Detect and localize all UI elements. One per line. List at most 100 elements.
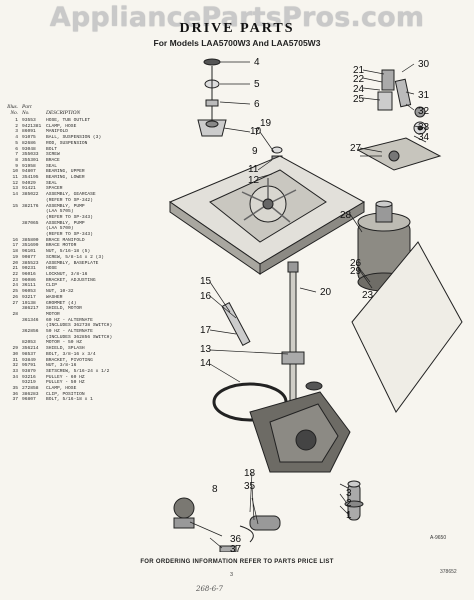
part-description: MANIFOLD [46, 129, 69, 135]
part-number: 82686 [22, 140, 36, 146]
callout-24: 24 [353, 84, 365, 95]
part-description: (REFER TO SP-342) [46, 197, 93, 203]
illus-number: 19 [12, 254, 18, 260]
illus-number: 24 [12, 283, 18, 289]
header-description: DESCRIPTION [46, 110, 81, 116]
pivot-bracket [356, 69, 442, 171]
pump-and-hoses [173, 480, 364, 552]
baseplate [168, 155, 366, 275]
exploded-parts-diagram: 1234567891011121314151617181920212223242… [168, 57, 463, 552]
illus-number: 18 [12, 249, 18, 255]
illus-number: 37 [12, 397, 18, 403]
part-description: CLIP, POSITION [46, 391, 85, 397]
part-description: NUT, 10-32 [46, 289, 74, 295]
part-number: 93219 [22, 380, 36, 386]
illus-number: 15 [12, 203, 18, 209]
part-description: BEARING, LOWER [46, 175, 85, 181]
part-number: 93216 [22, 374, 36, 380]
header-no-1: No. [10, 110, 18, 116]
header-no-2: No. [22, 110, 30, 116]
part-description: PULLEY - 50 HZ [46, 380, 85, 386]
part-number: 385800 [22, 237, 39, 243]
part-description: MOTOR [46, 311, 60, 317]
part-description: (REFER TO SP-343) [46, 232, 93, 238]
part-description: ASSEMBLY, PUMP [46, 220, 85, 226]
illus-number: 22 [12, 271, 18, 277]
illus-number: 30 [12, 351, 18, 357]
part-description: 50 HZ - ALTERNATE [46, 329, 93, 335]
figure-code: A-9650 [430, 535, 447, 541]
illus-number: 2 [15, 123, 18, 129]
parts-list-row: 28 MOTOR [6, 312, 151, 318]
callout-29: 29 [350, 266, 362, 277]
parts-list-row: 37 96807 BOLT, 5/16-18 x 1 [6, 397, 151, 403]
page-number: 3 [230, 572, 234, 578]
part-description: WASHER [46, 294, 63, 300]
gearcase-shaft [281, 261, 305, 413]
illus-number: 28 [12, 311, 18, 317]
part-number: 93879 [22, 368, 36, 374]
callout-22: 22 [353, 74, 365, 85]
part-description: SEAL [46, 180, 58, 186]
part-description: HOSE, TUB OUTLET [46, 118, 91, 123]
part-description: PULLEY - 60 HZ [46, 374, 85, 380]
illus-number: 36 [12, 391, 18, 397]
parts-list-row: (REFER TO SP-342) [6, 198, 151, 204]
callout-4: 4 [254, 57, 260, 68]
parts-list-row: 9 91958 SEAL [6, 164, 151, 170]
callout-27: 27 [350, 143, 362, 154]
part-description: NUT, 3/8-16 [46, 363, 77, 369]
callout-1: 1 [346, 510, 352, 521]
part-description: ROD, SUSPENSION [46, 140, 88, 146]
part-number: 96053 [22, 289, 36, 295]
illus-number: 29 [12, 346, 18, 352]
part-number: 362856 [22, 329, 39, 335]
part-number: 91958 [22, 163, 36, 169]
suspension-rod-assembly [197, 58, 227, 137]
illus-number: 12 [12, 180, 18, 186]
leader-lines [189, 61, 427, 549]
callout-19: 19 [260, 118, 272, 129]
part-description: BRACE MANIFOLD [46, 237, 85, 243]
callout-20: 20 [320, 287, 332, 298]
part-number: 355301 [22, 157, 39, 163]
header-part: Part [22, 104, 32, 110]
part-description: SEAL [46, 163, 58, 169]
parts-list-row: (REFER TO SP-343) [6, 215, 151, 221]
part-description: (REFER TO SP-343) [46, 214, 93, 220]
part-description: BOLT, 5/16-18 x 1 [46, 397, 93, 403]
part-number: 382176 [22, 203, 39, 209]
callout-30: 30 [418, 59, 430, 70]
part-number: 354195 [22, 175, 39, 181]
part-number: 385523 [22, 260, 39, 266]
part-number: 91421 [22, 186, 36, 192]
illus-number: 8 [15, 157, 18, 163]
brace [221, 302, 251, 346]
part-number: 96807 [22, 397, 36, 403]
part-description: ASSEMBLY, GEARCASE [46, 192, 96, 198]
illus-number: 9 [15, 163, 18, 169]
part-description: (LAA 5700) [46, 226, 74, 232]
illus-number: 35 [12, 386, 18, 392]
illus-number: 4 [15, 135, 18, 141]
